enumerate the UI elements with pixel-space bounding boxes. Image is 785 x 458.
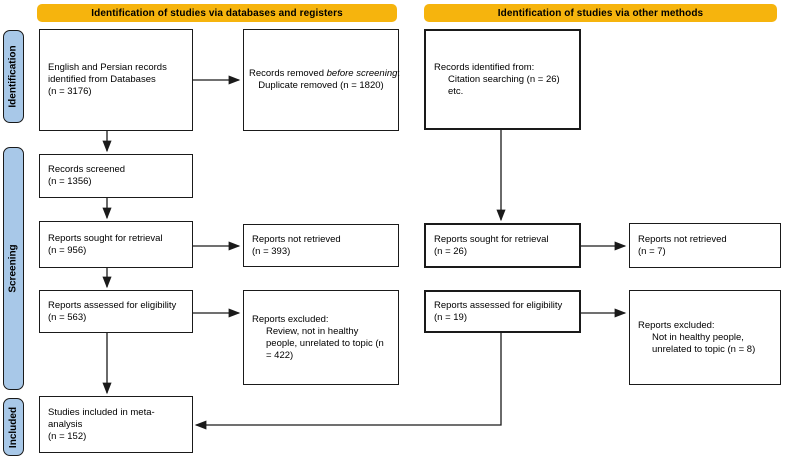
stage-label-identification-text: Identification <box>8 45 20 108</box>
box-text-line: Reports not retrieved <box>638 233 727 245</box>
box-text-line: (n = 26) <box>434 245 468 257</box>
box-text-line: Reports assessed for eligibility <box>48 299 177 311</box>
box-text-line: Duplicate removed (n = 1820) <box>258 80 384 91</box>
box-text-line: unrelated to topic (n = 8) <box>652 343 756 355</box>
box-records-removed-before-screening: Records removed before screening: Duplic… <box>243 29 401 131</box>
box-text-line: Not in healthy people, <box>652 331 744 343</box>
box-text-line: Citation searching (n = 26) <box>448 73 560 85</box>
stage-label-included-text: Included <box>8 406 19 448</box>
box-reports-excluded-other: Reports excluded: Not in healthy people,… <box>629 290 781 385</box>
box-studies-included-meta-analysis: Studies included in meta- analysis (n = … <box>39 396 193 453</box>
header-other-methods: Identification of studies via other meth… <box>424 4 777 22</box>
box-records-identified-other: Records identified from: Citation search… <box>424 29 581 130</box>
box-text-line: people, unrelated to topic (n <box>266 337 384 349</box>
box-reports-sought-other: Reports sought for retrieval (n = 26) <box>424 223 581 268</box>
box-text-line: Records removed before screening: <box>249 68 401 79</box>
box-text-line: analysis <box>48 418 83 430</box>
box-text-line: Reports assessed for eligibility <box>434 299 563 311</box>
box-reports-not-retrieved-databases: Reports not retrieved (n = 393) <box>243 224 399 267</box>
box-text-line: Reports sought for retrieval <box>48 232 163 244</box>
box-text-line: (n = 563) <box>48 311 87 323</box>
box-text-line: (n = 7) <box>638 245 666 257</box>
box-text-line: (n = 152) <box>48 430 87 442</box>
box-reports-sought-databases: Reports sought for retrieval (n = 956) <box>39 221 193 268</box>
box-text-line: (n = 1356) <box>48 176 92 187</box>
box-text-line: Records screened <box>48 164 126 175</box>
box-text-line: (n = 956) <box>48 244 87 256</box>
box-text-line: = 422) <box>266 349 294 361</box>
box-text-line: (n = 393) <box>252 245 291 257</box>
box-records-identified-databases: English and Persian records identified f… <box>39 29 193 131</box>
box-text-line: Reports not retrieved <box>252 233 341 245</box>
box-text-line: Reports sought for retrieval <box>434 233 549 245</box>
box-text-line: English and Persian records <box>48 62 167 73</box>
box-text-line: Studies included in meta- <box>48 406 155 418</box>
box-text-line: Reports excluded: <box>252 313 329 325</box>
box-reports-assessed-databases: Reports assessed for eligibility (n = 56… <box>39 290 193 333</box>
box-reports-assessed-other: Reports assessed for eligibility (n = 19… <box>424 290 581 333</box>
box-reports-not-retrieved-other: Reports not retrieved (n = 7) <box>629 223 781 268</box>
box-text-line: etc. <box>448 85 464 97</box>
box-records-screened: Records screened (n = 1356) <box>39 154 193 198</box>
box-text-line: (n = 19) <box>434 311 468 323</box>
box-text-line: Records identified from: <box>434 61 535 73</box>
stage-label-identification: Identification <box>3 30 24 123</box>
box-reports-excluded-databases: Reports excluded: Review, not in healthy… <box>243 290 399 385</box>
box-text-line: identified from Databases <box>48 74 156 85</box>
stage-label-included: Included <box>3 398 24 456</box>
italic-before-screening: before screening <box>326 68 398 79</box>
box-text-line: Review, not in healthy <box>266 325 359 337</box>
stage-label-screening: Screening <box>3 147 24 390</box>
stage-label-screening-text: Screening <box>8 244 20 293</box>
box-text-line: Reports excluded: <box>638 319 715 331</box>
box-text-line: (n = 3176) <box>48 86 92 97</box>
header-databases-registers: Identification of studies via databases … <box>37 4 397 22</box>
